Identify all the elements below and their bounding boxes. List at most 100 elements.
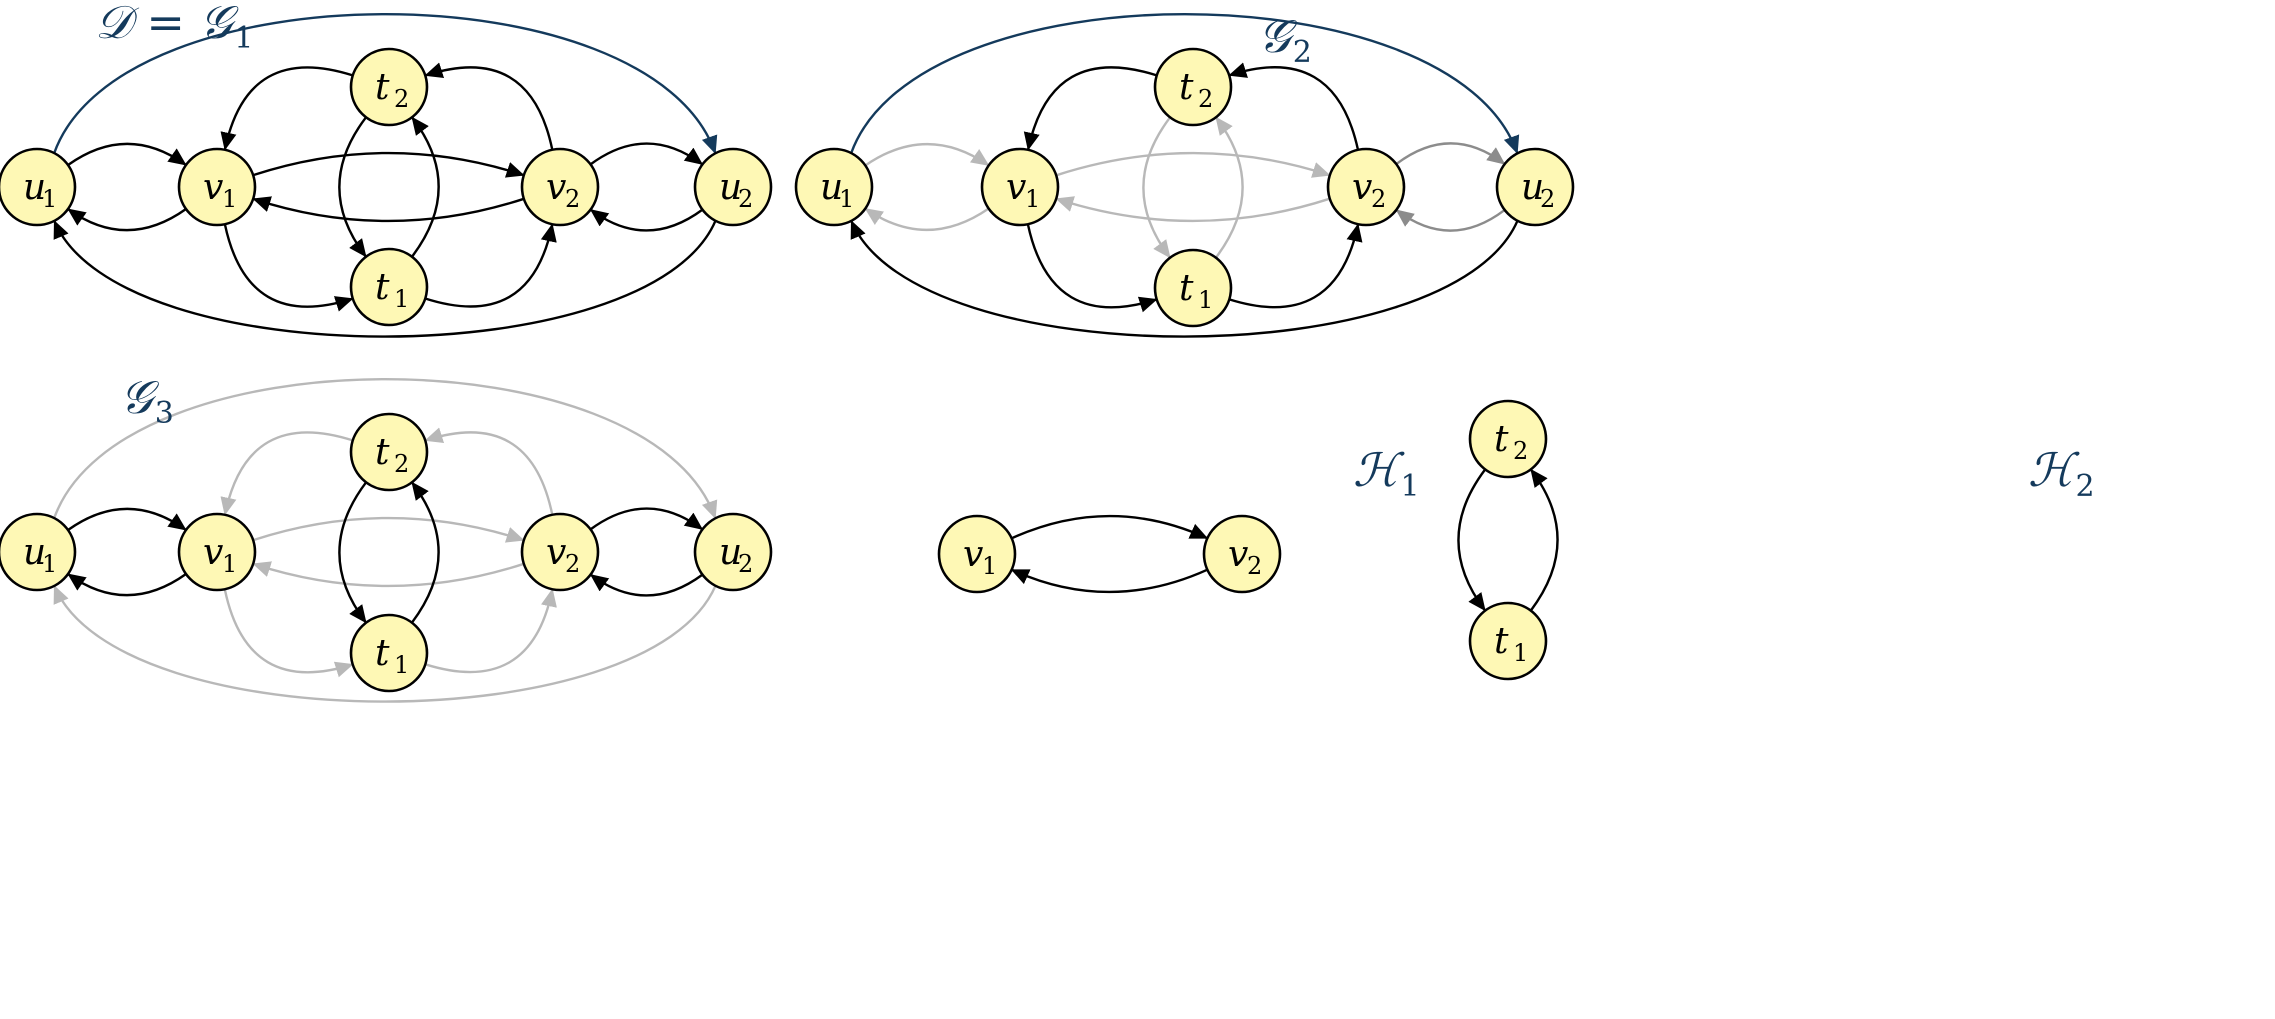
edge-g1-u2-to-v2	[589, 208, 704, 232]
node-label: t	[1494, 621, 1509, 662]
edge-g2-v1-to-u1	[864, 207, 990, 232]
node-g3-u1: u1	[0, 512, 77, 592]
node-circle	[177, 512, 257, 592]
edge-g3-v2-to-v1	[252, 561, 525, 588]
node-circle	[349, 247, 429, 327]
node-subscript: 2	[394, 85, 409, 113]
edge-g2-v1-to-v2	[1055, 151, 1331, 178]
edge-g1-u1-to-u2	[53, 13, 718, 155]
node-subscript: 1	[394, 285, 409, 313]
edge-g1-u1-to-v1	[67, 142, 187, 166]
edge-g2-u1-to-u2	[850, 13, 1520, 155]
edge-g2-v2-to-u2	[1395, 142, 1506, 166]
node-circle	[980, 147, 1060, 227]
panel-title-main: ℋ	[1353, 443, 1405, 497]
panel-title-subscript: 2	[1293, 35, 1312, 70]
edge-g1-v2-to-t2	[424, 62, 554, 151]
edge-h1-v1-to-v2	[1011, 514, 1209, 540]
edge-g3-u2-to-v2	[589, 573, 704, 597]
node-circle	[1495, 147, 1575, 227]
edge-g1-v1-to-u1	[67, 208, 187, 232]
node-label: u	[719, 167, 742, 208]
node-circle	[794, 147, 874, 227]
node-label: t	[1179, 268, 1194, 309]
panel-title-subscript: 1	[234, 21, 253, 56]
node-circle	[693, 147, 773, 227]
node-subscript: 2	[565, 550, 580, 578]
node-circle	[520, 512, 600, 592]
edge-g3-v1-to-t1	[223, 588, 354, 678]
node-h1-v2: v2	[1202, 514, 1282, 594]
node-g3-u2: u2	[693, 512, 773, 592]
node-subscript: 1	[222, 550, 237, 578]
edge-g2-v2-to-t2	[1228, 62, 1360, 151]
node-subscript: 2	[1371, 185, 1386, 213]
node-circle	[1326, 147, 1406, 227]
node-circle	[1468, 601, 1548, 681]
edge-g3-v2-to-t2	[424, 427, 554, 516]
edge-g3-v2-to-u2	[589, 507, 704, 531]
node-g1-v1: v1	[177, 147, 257, 227]
edge-g2-v2-to-v1	[1055, 196, 1331, 223]
node-subscript: 1	[1198, 286, 1213, 314]
edge-g3-u1-to-u2	[53, 378, 718, 520]
node-subscript: 2	[738, 550, 753, 578]
node-subscript: 1	[394, 651, 409, 679]
edge-g1-v1-to-v2	[252, 151, 525, 178]
edge-g1-u2-to-u1	[53, 220, 717, 338]
node-subscript: 1	[1025, 185, 1040, 213]
node-label: t	[375, 67, 390, 108]
node-subscript: 1	[42, 550, 57, 578]
node-circle	[1468, 399, 1548, 479]
node-subscript: 2	[1540, 185, 1555, 213]
node-g3-v2: v2	[520, 512, 600, 592]
node-subscript: 1	[982, 552, 997, 580]
node-subscript: 1	[42, 185, 57, 213]
edge-g3-u1-to-v1	[67, 507, 187, 531]
node-label: v	[1352, 167, 1372, 208]
node-label: v	[963, 534, 983, 575]
edge-g2-v1-to-t1	[1026, 223, 1158, 313]
node-label: t	[1179, 67, 1194, 108]
edge-g1-t1-to-v2	[424, 223, 557, 308]
edge-h2-t2-to-t1	[1457, 468, 1487, 612]
edge-g3-u2-to-u1	[53, 585, 717, 703]
node-subscript: 2	[565, 185, 580, 213]
node-g1-v2: v2	[520, 147, 600, 227]
node-label: u	[23, 167, 46, 208]
edge-g3-t1-to-t2	[410, 481, 440, 624]
node-g2-u1: u1	[794, 147, 874, 227]
node-circle	[349, 47, 429, 127]
edge-h2-t1-to-t2	[1529, 468, 1559, 612]
edge-g2-t1-to-t2	[1214, 116, 1244, 259]
edge-g3-t2-to-t1	[338, 481, 368, 624]
node-circle	[520, 147, 600, 227]
node-subscript: 2	[1198, 85, 1213, 113]
node-label: v	[203, 167, 223, 208]
node-label: v	[546, 167, 566, 208]
edge-g1-v1-to-t1	[223, 223, 354, 312]
node-label: v	[1006, 167, 1026, 208]
node-label: u	[820, 167, 843, 208]
node-g1-u2: u2	[693, 147, 773, 227]
edge-g3-v1-to-u1	[67, 573, 187, 597]
node-subscript: 2	[394, 450, 409, 478]
node-label: t	[375, 633, 390, 674]
node-label: u	[1521, 167, 1544, 208]
panel-title-subscript: 3	[155, 396, 174, 431]
edge-g1-t2-to-v1	[220, 66, 354, 151]
node-subscript: 1	[839, 185, 854, 213]
node-subscript: 1	[1513, 639, 1528, 667]
node-g2-u2: u2	[1495, 147, 1575, 227]
node-label: v	[1228, 534, 1248, 575]
edge-g1-v2-to-u2	[589, 142, 704, 166]
